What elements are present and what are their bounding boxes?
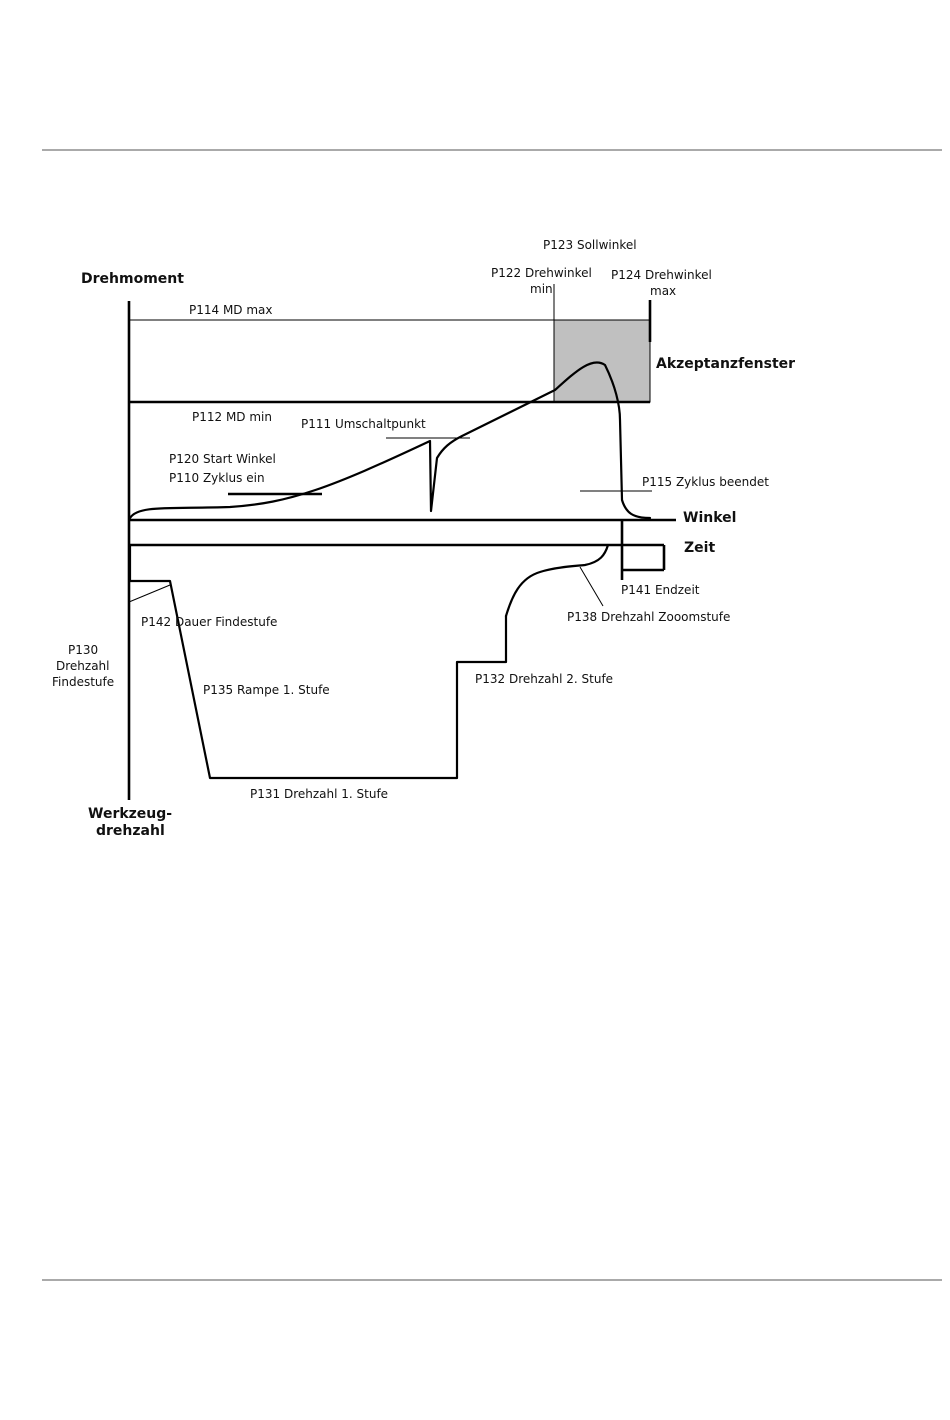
label-p142: P142 Dauer Findestufe [141, 615, 277, 629]
speed-profile-zoom [504, 543, 610, 618]
label-p122-line2: min [530, 282, 553, 296]
label-p124-line2: max [650, 284, 676, 298]
angle-axis-label: Winkel [683, 510, 736, 526]
torque-axis-label: Drehmoment [81, 271, 184, 287]
label-p130-line1: P130 [68, 643, 98, 657]
acceptance-window-label: Akzeptanzfenster [656, 356, 795, 372]
acceptance-window [553, 319, 651, 403]
findestufe-leader [128, 584, 171, 603]
zooomstufe-leader [579, 566, 604, 607]
speed-axis-label-2: drehzahl [96, 823, 165, 839]
label-p130-line3: Findestufe [52, 675, 114, 689]
label-p132: P132 Drehzahl 2. Stufe [475, 672, 613, 686]
label-p141: P141 Endzeit [621, 583, 700, 597]
label-p122-line1: P122 Drehwinkel [491, 266, 592, 280]
label-p138: P138 Drehzahl Zooomstufe [567, 610, 730, 624]
speed-profile [128, 543, 508, 780]
label-p110: P110 Zyklus ein [169, 471, 265, 485]
label-p123: P123 Sollwinkel [543, 238, 637, 252]
time-axis-label: Zeit [684, 540, 715, 556]
label-p112: P112 MD min [192, 410, 272, 424]
label-p120: P120 Start Winkel [169, 452, 276, 466]
label-p131: P131 Drehzahl 1. Stufe [250, 787, 388, 801]
label-p130-line2: Drehzahl [56, 659, 110, 673]
label-p135: P135 Rampe 1. Stufe [203, 683, 330, 697]
label-p111: P111 Umschaltpunkt [301, 417, 426, 431]
speed-axis-label-1: Werkzeug- [88, 806, 172, 822]
label-p124-line1: P124 Drehwinkel [611, 268, 712, 282]
label-p115: P115 Zyklus beendet [642, 475, 769, 489]
label-p114: P114 MD max [189, 303, 273, 317]
torque-curve [128, 361, 652, 520]
